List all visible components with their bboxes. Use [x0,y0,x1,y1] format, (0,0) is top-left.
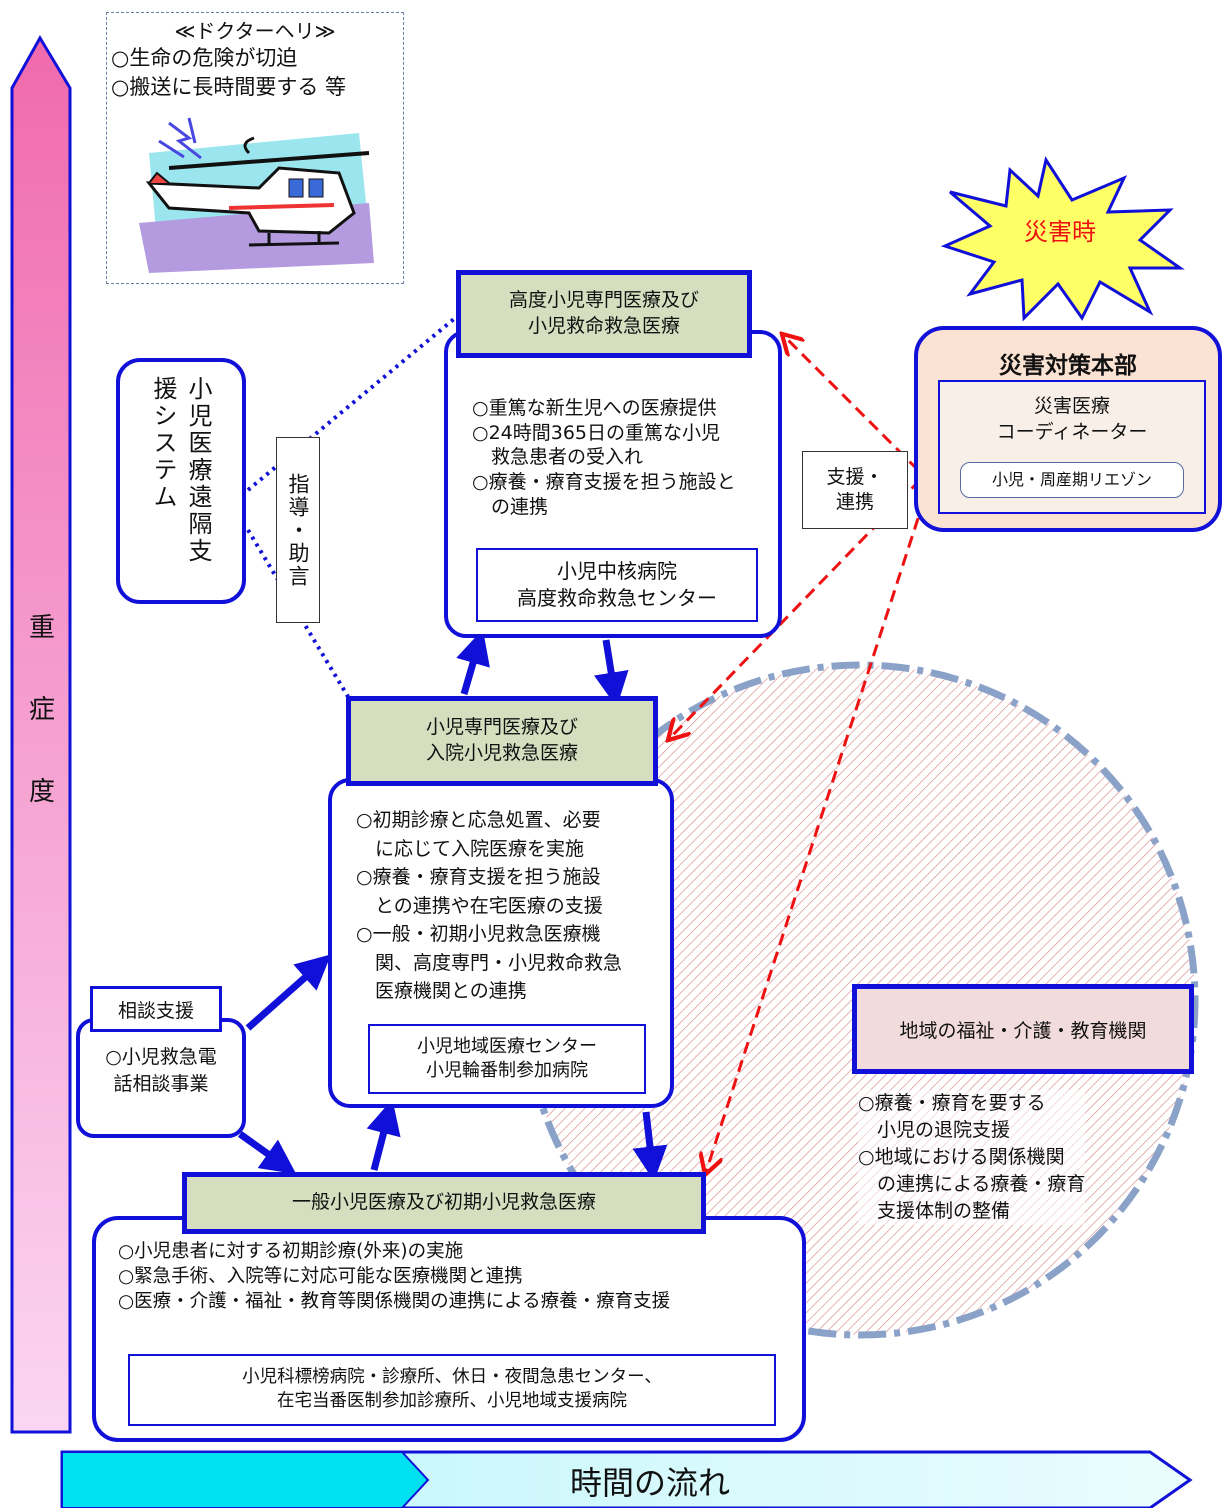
time-label: 時間の流れ [569,1464,730,1502]
tier3-item: 救急患者の受入れ [472,446,644,469]
tier3-facility: 小児中核病院 [557,559,677,583]
tier3-item: の連携 [472,495,549,518]
tier2-title: 入院小児救急医療 [425,742,578,764]
tier1-title: 一般小児医療及び初期小児救急医療 [291,1191,596,1214]
tier2-box: ○初期診療と応急処置、必要 に応じて入院医療を実施 ○療養・療育支援を担う施設 … [328,778,674,1108]
tier1-item: ○緊急手術、入院等に対応可能な医療機関と連携 [118,1265,523,1287]
liaison-box: 小児・周産期リエゾン [960,462,1184,498]
tier2-title: 小児専門医療及び [425,716,578,739]
support-label-box: 支援・ 連携 [802,451,908,529]
consult-title: 相談支援 [117,999,194,1022]
welfare-item: の連携による療養・療育 [858,1172,1086,1195]
tier1-box: ○小児患者に対する初期診療(外来)の実施 ○緊急手術、入院等に対応可能な医療機関… [92,1216,806,1442]
consult-box: ○小児救急電 話相談事業 [76,1018,246,1138]
tier2-item: ○初期診療と応急処置、必要 [356,809,601,831]
tier1-item: ○小児患者に対する初期診療(外来)の実施 [118,1241,464,1262]
tier3-title: 高度小児専門医療及び [508,289,699,312]
telemedicine-connectors [246,312,462,702]
tier1-header: 一般小児医療及び初期小児救急医療 [182,1172,706,1234]
coordinator-line: コーディネーター [996,420,1148,443]
tier1-facility: 小児科標榜病院・診療所、休日・夜間急患センター、 [242,1367,662,1388]
support-label-line: 連携 [835,491,874,513]
tier2-facility: 小児輪番制参加病院 [426,1060,588,1081]
welfare-item: 小児の退院支援 [858,1118,1011,1141]
tier2-item: 医療機関との連携 [356,980,527,1002]
tier3-title: 小児救命救急医療 [527,315,680,337]
disaster-burst [940,156,1185,322]
telemedicine-box: 小児医療遠隔支援システム [116,358,246,604]
disaster-hq-title: 災害対策本部 [999,353,1137,379]
doctor-heli-box: ≪ドクターヘリ≫ ○生命の危険が切迫 ○搬送に長時間要する 等 [106,12,404,284]
severity-char: 重 [28,613,55,643]
welfare-title: 地域の福祉・介護・教育機関 [899,1019,1147,1042]
advice-label-box: 指導・助言 [276,437,320,623]
coordinator-line: 災害医療 [1033,395,1110,417]
tier1-item: ○医療・介護・福祉・教育等関係機関の連携による療養・療育支援 [118,1290,671,1312]
tier3-item: ○24時間365日の重篤な小児 [472,421,721,444]
tier2-facilities-box: 小児地域医療センター 小児輪番制参加病院 [368,1024,646,1094]
consult-item: 話相談事業 [113,1072,209,1095]
severity-label: 重 症 度 [26,615,58,805]
tier3-item: ○重篤な新生児への医療提供 [472,397,717,419]
tier3-facilities-box: 小児中核病院 高度救命救急センター [476,548,758,622]
tier2-item: ○一般・初期小児救急医療機 [356,923,601,945]
welfare-items: ○療養・療育を要する 小児の退院支援 ○地域における関係機関 の連携による療養・… [858,1090,1086,1225]
support-label-line: 支援・ [826,466,884,489]
tier2-facility: 小児地域医療センター [417,1035,597,1057]
helicopter-icon [139,117,374,273]
coordinator-box: 災害医療 コーディネーター 小児・周産期リエゾン [938,380,1206,514]
disaster-burst-label: 災害時 [1024,218,1096,246]
tier3-header: 高度小児専門医療及び 小児救命救急医療 [456,270,752,358]
tier2-item: に応じて入院医療を実施 [356,837,585,860]
severity-arrow [10,35,72,1434]
disaster-hq-box: 災害対策本部 災害医療 コーディネーター 小児・周産期リエゾン [914,326,1222,532]
tier3-item: ○療養・療育支援を担う施設と [472,471,736,494]
welfare-item: ○療養・療育を要する [858,1092,1046,1114]
severity-char: 症 [28,695,55,725]
tier3-facility: 高度救命救急センター [517,586,717,610]
telemedicine-label: 小児医療遠隔支援システム [149,376,212,565]
tier1-facility: 在宅当番医制参加診療所、小児地域支援病院 [277,1391,627,1411]
tier1-facilities-box: 小児科標榜病院・診療所、休日・夜間急患センター、 在宅当番医制参加診療所、小児地… [128,1354,776,1426]
welfare-header: 地域の福祉・介護・教育機関 [852,984,1194,1074]
tier2-item: ○療養・療育支援を担う施設 [356,866,601,888]
welfare-item: ○地域における関係機関 [858,1145,1065,1168]
time-arrow-head-segment [61,1451,430,1508]
tier2-header: 小児専門医療及び 入院小児救急医療 [346,696,658,786]
severity-char: 度 [28,777,55,807]
tier-flow-arrows [237,629,668,1182]
consult-header: 相談支援 [90,986,222,1032]
consult-item: ○小児救急電 [105,1046,217,1068]
welfare-item: 支援体制の整備 [858,1199,1011,1222]
doctor-heli-line: ○生命の危険が切迫 [111,46,298,70]
doctor-heli-line: ○搬送に長時間要する 等 [111,75,346,100]
tier2-item: 関、高度専門・小児救命救急 [356,951,623,974]
advice-label: 指導・助言 [286,472,310,588]
doctor-heli-title: ≪ドクターヘリ≫ [174,19,336,43]
tier2-item: との連携や在宅医療の支援 [356,894,603,917]
tier3-box: ○重篤な新生児への医療提供 ○24時間365日の重篤な小児 救急患者の受入れ ○… [444,330,782,638]
